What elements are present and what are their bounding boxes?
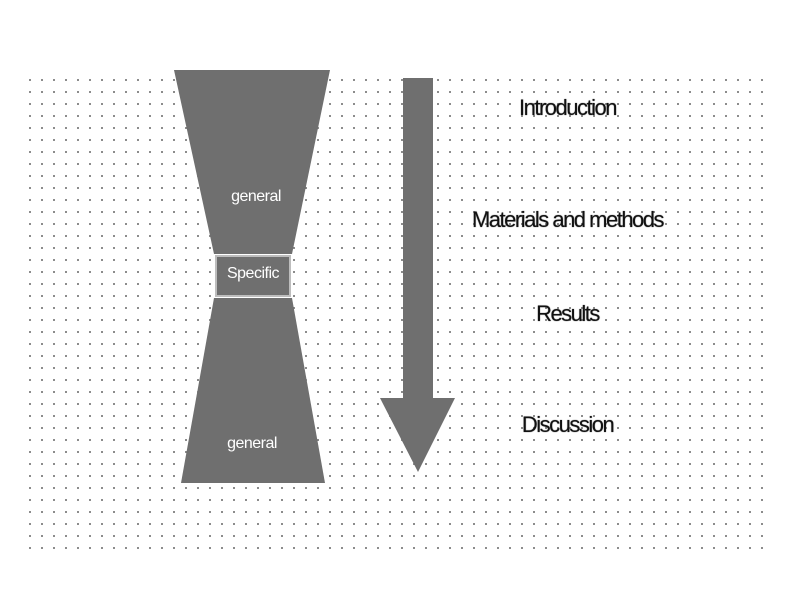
results-label: Results <box>536 301 600 326</box>
introduction-label: Introduction <box>519 95 617 120</box>
discussion-label: Discussion <box>521 412 615 437</box>
specific-box <box>215 255 291 297</box>
specific-label: Specific <box>226 265 280 282</box>
top-trapezoid <box>174 70 330 254</box>
top-general-label: general <box>231 188 281 205</box>
arrow-head <box>380 398 455 472</box>
dotted-background <box>22 72 767 557</box>
materials-and-methods-label: Materials and methods <box>471 207 665 232</box>
bottom-general-label: general <box>227 435 277 452</box>
bottom-trapezoid <box>181 298 325 483</box>
arrow-shaft <box>403 78 433 400</box>
